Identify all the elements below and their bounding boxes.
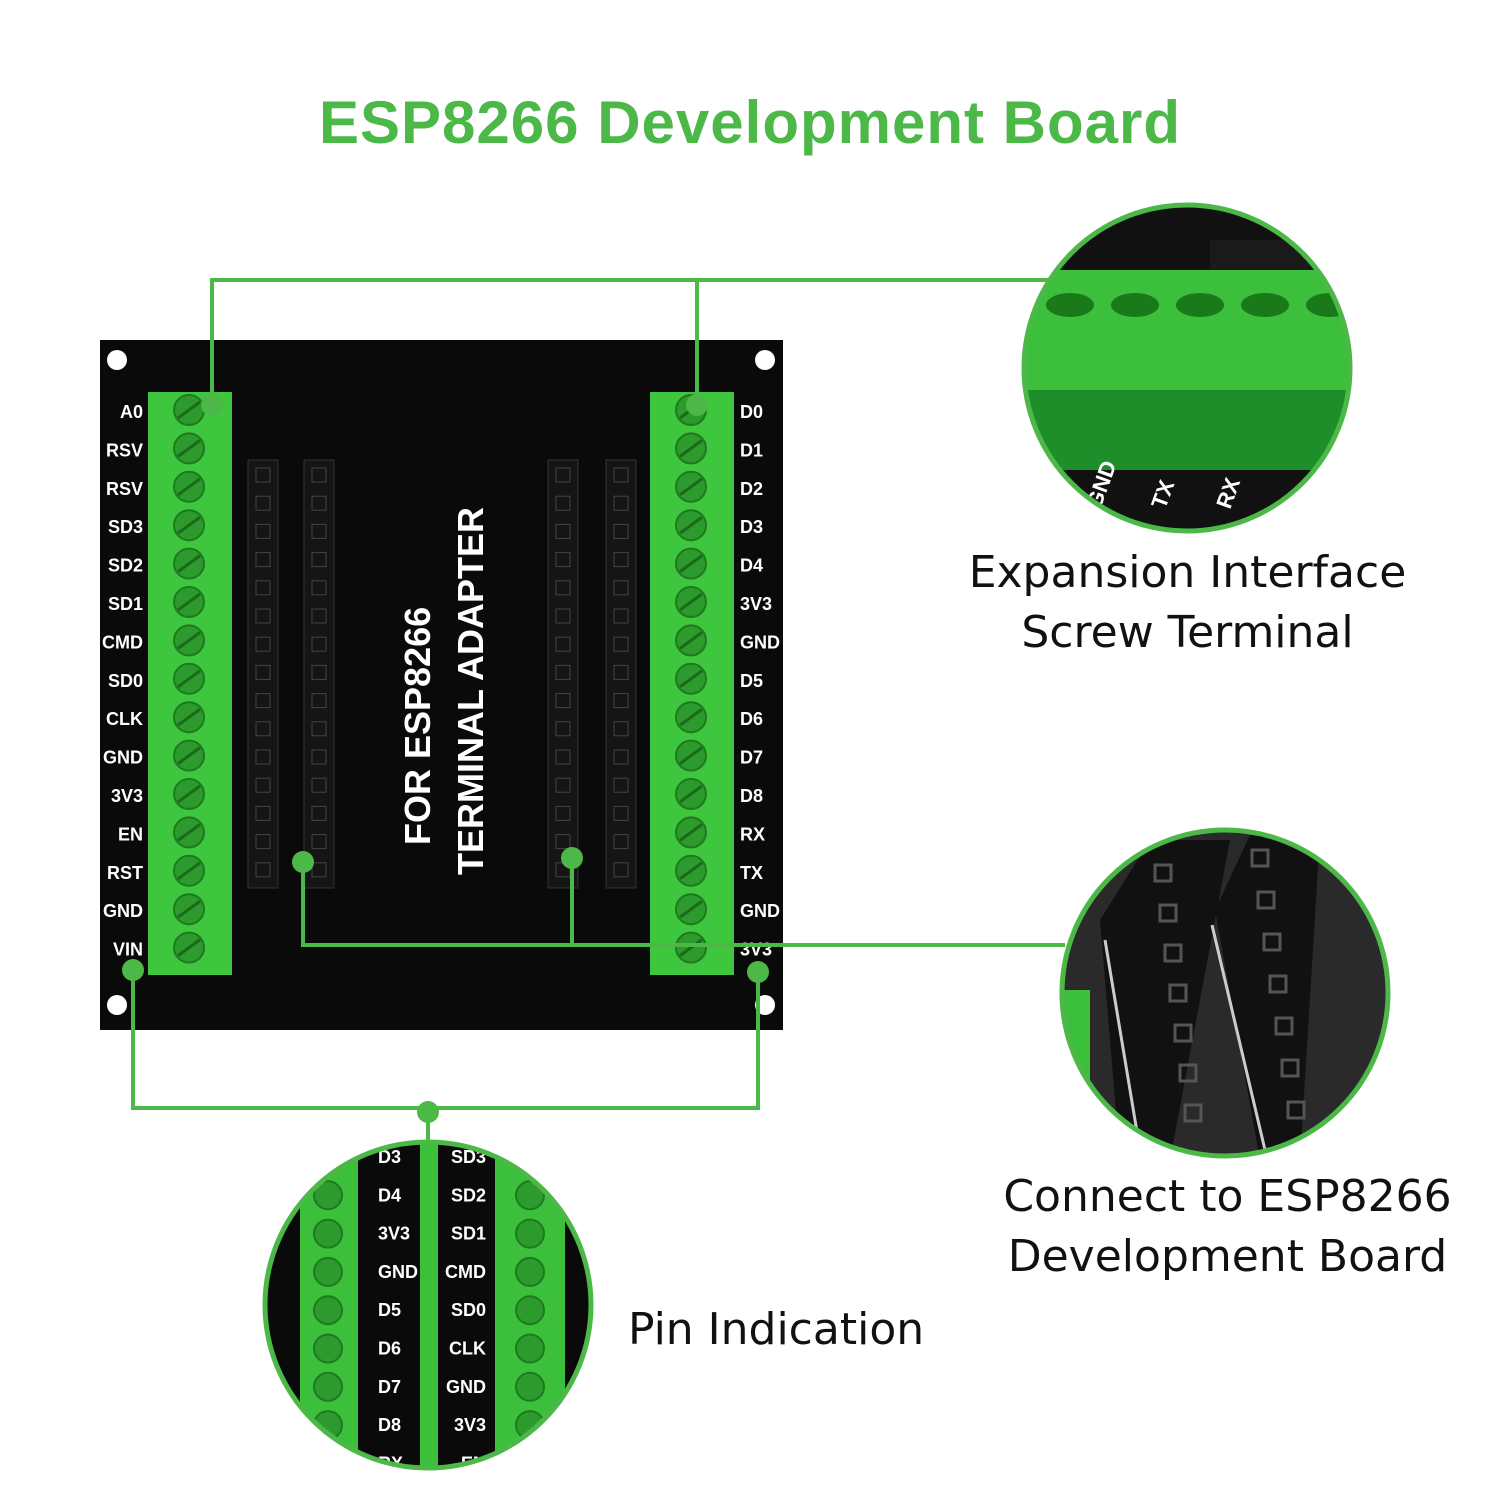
- detail-pin-label: CLK: [449, 1339, 486, 1359]
- pin-label: 3V3: [111, 786, 143, 806]
- pin-label: D4: [740, 556, 763, 576]
- caption-line: Expansion Interface: [968, 547, 1407, 598]
- detail-pin-label: D5: [378, 1300, 401, 1320]
- caption-line: Connect to ESP8266: [1003, 1171, 1452, 1222]
- pin-label: D5: [740, 671, 763, 691]
- pin-label: A0: [120, 402, 143, 422]
- pin-label: RST: [107, 863, 143, 883]
- page-title: ESP8266 Development Board: [319, 89, 1181, 156]
- pin-label: RX: [740, 824, 765, 844]
- mount-hole: [107, 350, 127, 370]
- pin-label: TX: [740, 863, 763, 883]
- detail-pin-label: D7: [378, 1377, 401, 1397]
- detail-pin-label: 3V3: [378, 1224, 410, 1244]
- detail-pin-label: D4: [378, 1185, 401, 1205]
- pin-header: [605, 459, 637, 889]
- pin-label: CLK: [106, 709, 143, 729]
- mount-hole: [755, 350, 775, 370]
- caption-pin-indication: Pin Indication: [628, 1304, 925, 1355]
- pin-label: GND: [740, 632, 780, 652]
- mount-hole: [107, 995, 127, 1015]
- pin-label: D8: [740, 786, 763, 806]
- pin-label: GND: [103, 748, 143, 768]
- detail-pin-label: SD1: [451, 1224, 486, 1244]
- pin-label: D2: [740, 479, 763, 499]
- pin-label: SD0: [108, 671, 143, 691]
- detail-pin-label: SD0: [451, 1300, 486, 1320]
- detail-pin-label: 3V3: [454, 1415, 486, 1435]
- pin-label: D1: [740, 440, 763, 460]
- pin-label: D6: [740, 709, 763, 729]
- pin-label: D3: [740, 517, 763, 537]
- caption-screw-terminal: Expansion Interface Screw Terminal: [940, 543, 1435, 663]
- detail-pin-label: D8: [378, 1415, 401, 1435]
- detail-pin-label: CMD: [445, 1262, 486, 1282]
- pin-label: SD3: [108, 517, 143, 537]
- header-detail: [1062, 830, 1388, 1156]
- pin-label: EN: [118, 824, 143, 844]
- pin-label: 3V3: [740, 940, 772, 960]
- pin-label: GND: [103, 901, 143, 921]
- pin-indication-detail: D3D43V3GNDD5D6D7D8RXSD3SD2SD1CMDSD0CLKGN…: [265, 1142, 591, 1468]
- pin-label: D7: [740, 748, 763, 768]
- pin-label: GND: [740, 901, 780, 921]
- board-text-line2: TERMINAL ADAPTER: [450, 507, 491, 875]
- pin-header: [247, 459, 279, 889]
- detail-pin-label: D3: [378, 1147, 401, 1167]
- caption-line: Screw Terminal: [1021, 607, 1354, 658]
- pin-header: [303, 459, 335, 889]
- pin-label: CMD: [102, 632, 143, 652]
- detail-pin-label: SD2: [451, 1185, 486, 1205]
- pin-label: RSV: [106, 440, 143, 460]
- detail-pin-label: D6: [378, 1339, 401, 1359]
- caption-line: Development Board: [1007, 1231, 1448, 1282]
- pin-label: SD2: [108, 556, 143, 576]
- pin-label: 3V3: [740, 594, 772, 614]
- detail-pin-label: GND: [378, 1262, 418, 1282]
- pin-header: [547, 459, 579, 889]
- detail-pin-label: GND: [446, 1377, 486, 1397]
- callout-lines: [131, 278, 1065, 1145]
- pin-label: RSV: [106, 479, 143, 499]
- pin-label: VIN: [113, 940, 143, 960]
- pin-label: D0: [740, 402, 763, 422]
- callout-dots: [122, 394, 769, 1123]
- board-text-line1: FOR ESP8266: [397, 607, 438, 845]
- caption-header: Connect to ESP8266 Development Board: [990, 1167, 1465, 1287]
- pin-label: SD1: [108, 594, 143, 614]
